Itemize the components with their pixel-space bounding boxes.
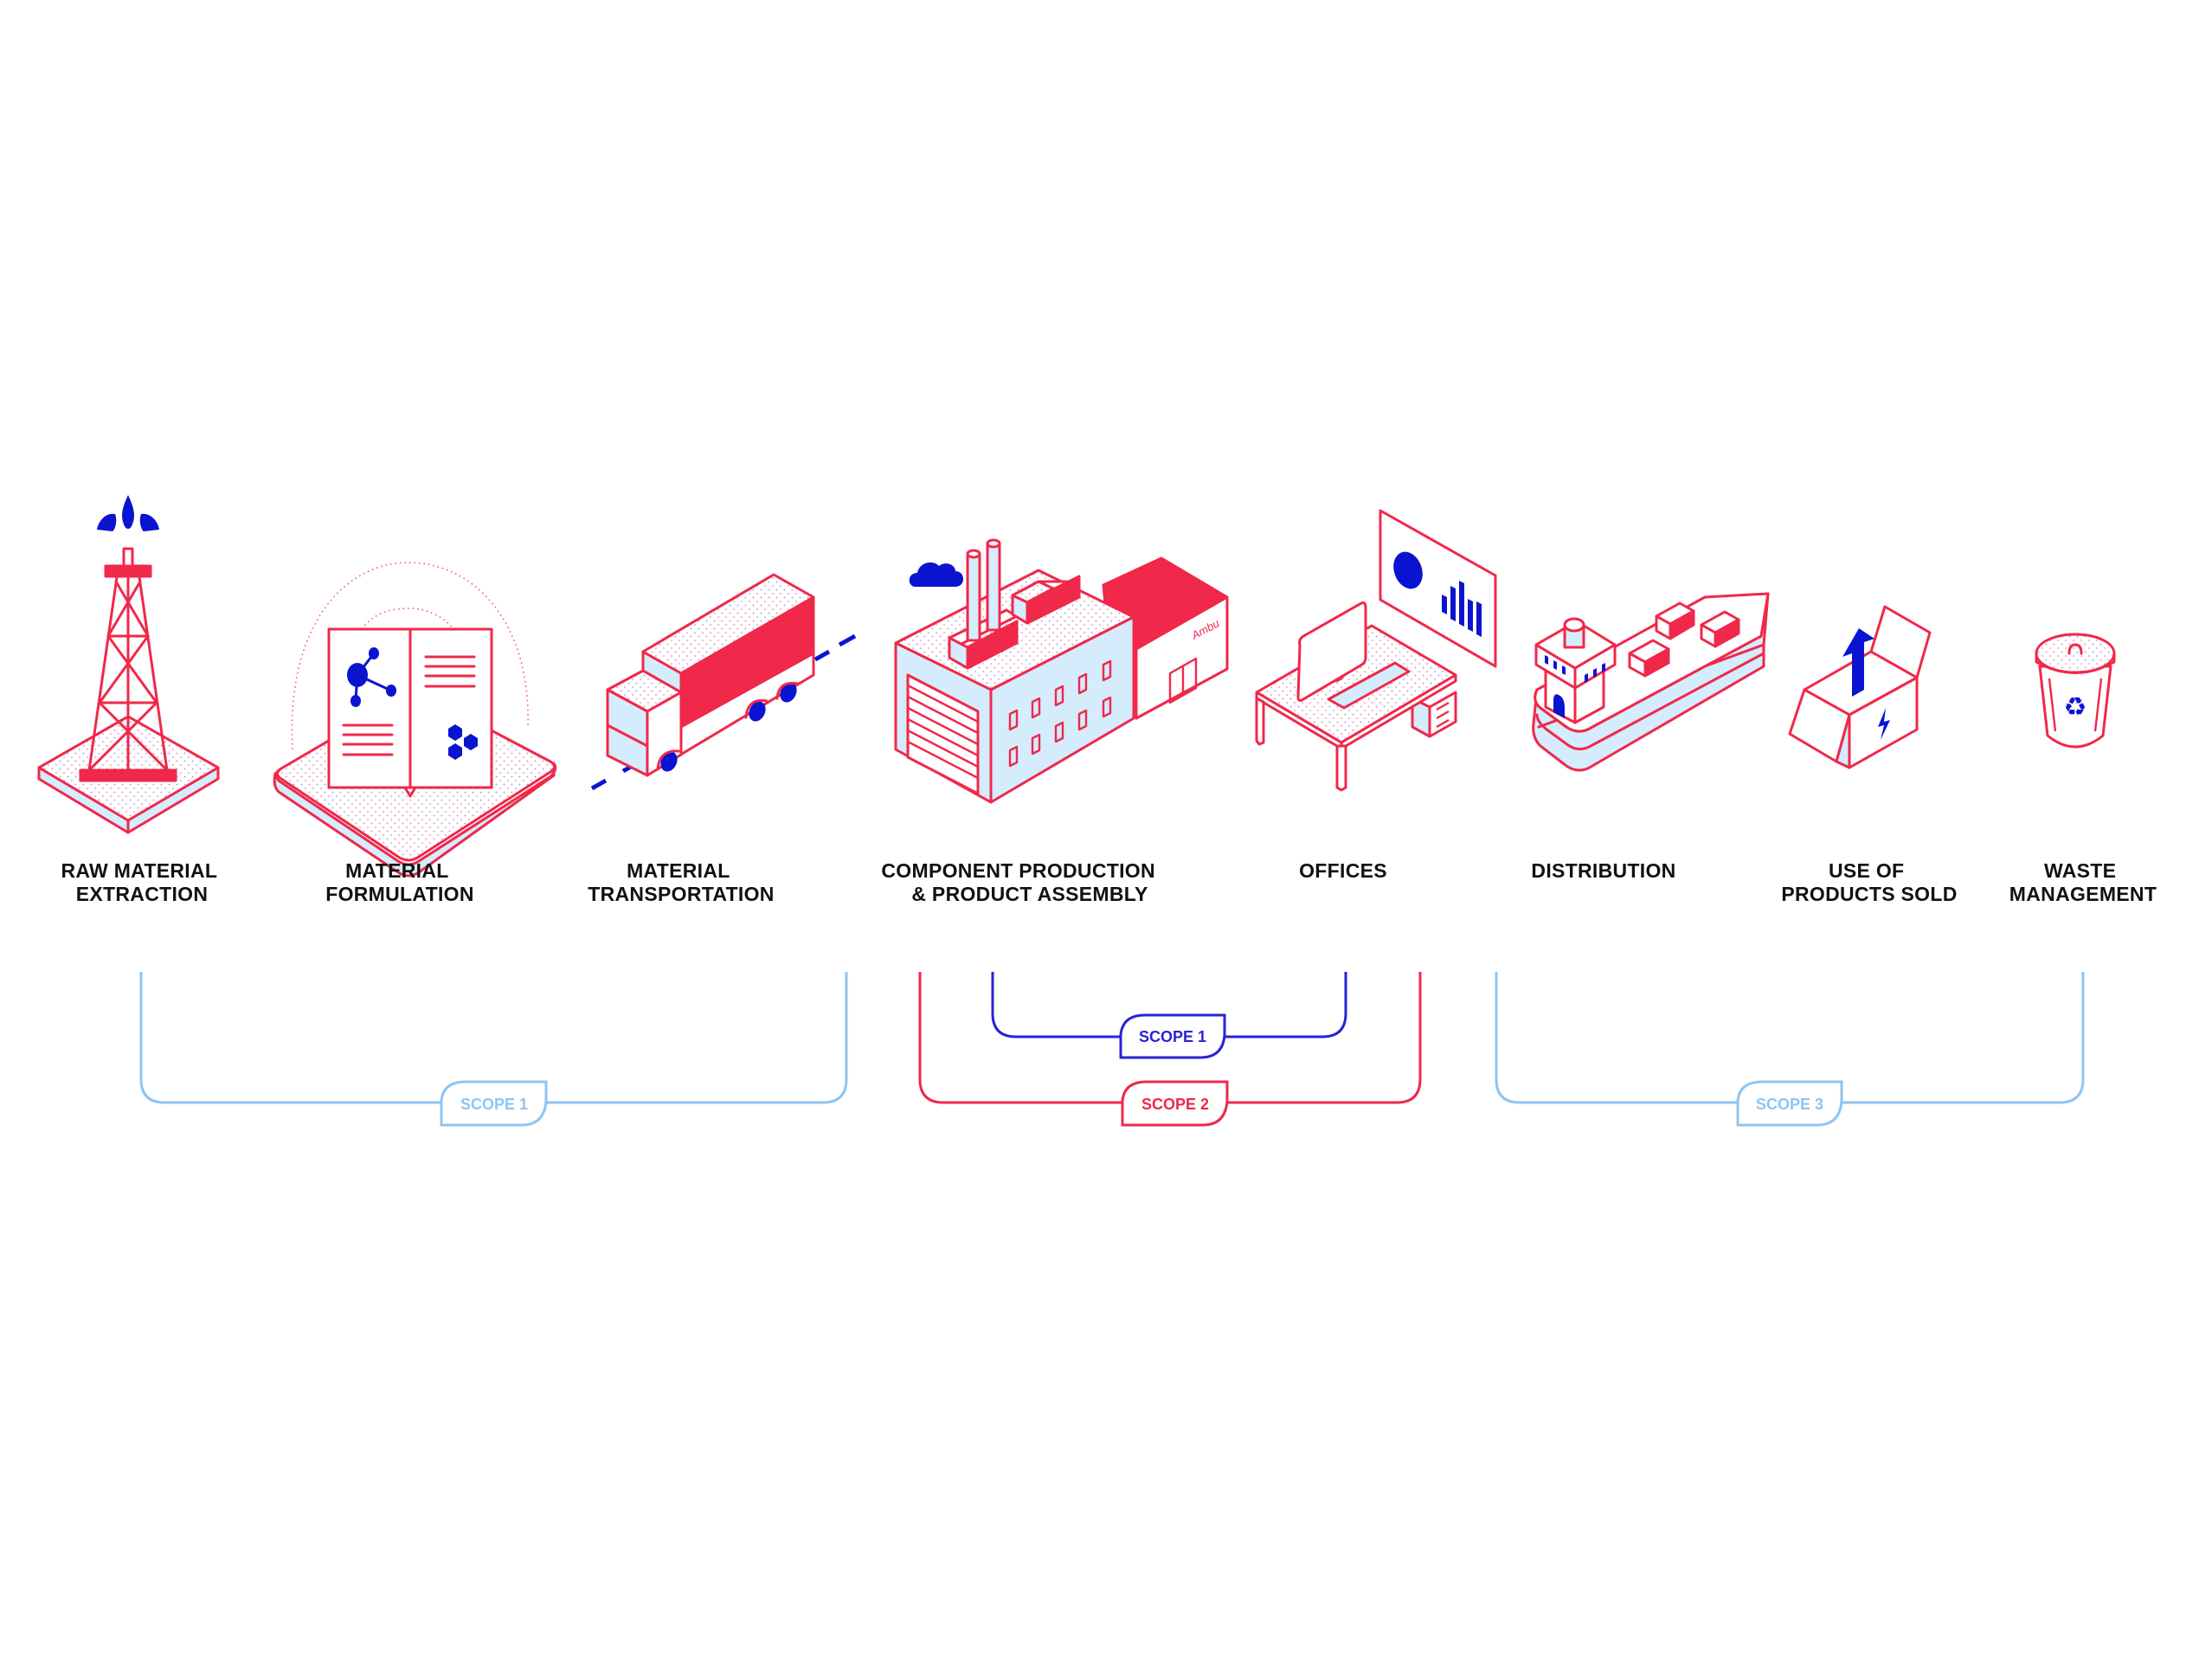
molecule-icon xyxy=(347,647,396,707)
stage-label-material-formulation: MATERIAL FORMULATION xyxy=(325,859,474,905)
cargo-ship-icon xyxy=(1532,592,1770,772)
scope-2-label: SCOPE 2 xyxy=(1141,1096,1209,1113)
stage-labels: RAW MATERIAL EXTRACTION MATERIAL FORMULA… xyxy=(61,859,2157,905)
truck-icon xyxy=(590,573,857,791)
scope-1-upstream-badge xyxy=(440,1080,548,1127)
lightning-bolt-icon xyxy=(1878,708,1890,740)
scope-2-badge xyxy=(1121,1080,1229,1127)
up-arrow-icon xyxy=(1842,628,1874,697)
scope-1-direct-badge xyxy=(1119,1013,1226,1059)
recycling-bin-icon: ♻ xyxy=(2035,633,2116,749)
scope-1-direct-label: SCOPE 1 xyxy=(1139,1028,1206,1045)
factory-windows xyxy=(1008,659,1112,768)
stage-label-use-of-products-sold: USE OF PRODUCTS SOLD xyxy=(1781,859,1957,905)
open-book-molecule-icon xyxy=(273,562,557,878)
factory-icon: Ambu xyxy=(894,538,1229,804)
scope-3-label: SCOPE 3 xyxy=(1756,1096,1823,1113)
recycle-symbol-icon: ♻ xyxy=(2064,692,2087,723)
scope-bracket-direct: SCOPE 1 xyxy=(991,972,1347,1059)
office-desk-icon xyxy=(1255,509,1497,792)
scope-bracket-downstream: SCOPE 3 xyxy=(1495,972,2085,1127)
stage-label-material-transportation: MATERIAL TRANSPORTATION xyxy=(588,859,774,905)
stage-label-distribution: DISTRIBUTION xyxy=(1531,859,1675,882)
open-box-energy-icon xyxy=(1788,605,1932,769)
scope-3-badge xyxy=(1736,1080,1843,1127)
scope-bracket-indirect-energy: SCOPE 2 xyxy=(918,972,1422,1127)
oil-derrick-icon xyxy=(37,495,220,834)
scope-1-upstream-label: SCOPE 1 xyxy=(460,1096,528,1113)
cloud-icon xyxy=(909,562,963,587)
stage-label-waste-management: WASTE MANAGEMENT xyxy=(2009,859,2157,905)
stage-label-raw-material-extraction: RAW MATERIAL EXTRACTION xyxy=(61,859,222,905)
stage-label-offices: OFFICES xyxy=(1299,859,1387,882)
scope-bracket-upstream: SCOPE 1 xyxy=(139,972,848,1127)
stage-label-component-production: COMPONENT PRODUCTION & PRODUCT ASSEMBLY xyxy=(881,859,1161,905)
bar-chart-icon xyxy=(1442,581,1482,637)
hexagon-cluster-icon xyxy=(448,724,478,760)
